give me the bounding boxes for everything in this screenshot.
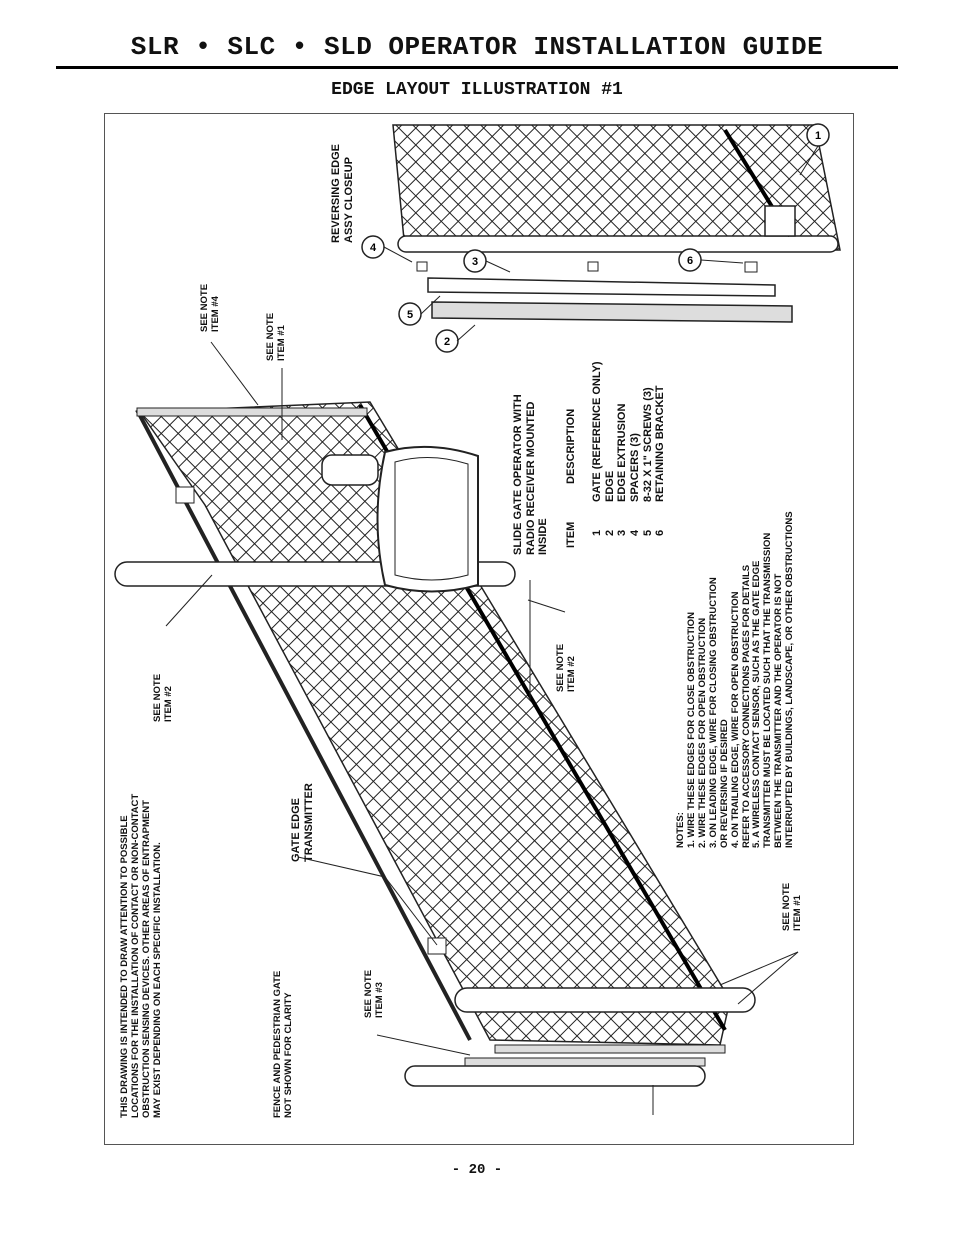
- svg-text:1: 1: [815, 130, 821, 142]
- see-note-1-top-label: SEE NOTE ITEM #1: [265, 312, 287, 361]
- page-title: SLR • SLC • SLD OPERATOR INSTALLATION GU…: [130, 32, 824, 62]
- see-note-2-center-label: SEE NOTE ITEM #2: [555, 643, 577, 692]
- page-subtitle: EDGE LAYOUT ILLUSTRATION #1: [331, 80, 623, 100]
- top-edge: [136, 407, 368, 417]
- closeup-bracket: [764, 205, 796, 237]
- post-bottom: [404, 1065, 706, 1087]
- callout-2: 2: [435, 329, 459, 353]
- edge-profile: [431, 301, 793, 323]
- callout-5: 5: [398, 302, 422, 326]
- operator-label: SLIDE GATE OPERATOR WITH RADIO RECEIVER …: [512, 394, 550, 555]
- gate-top-rail: [135, 409, 472, 1041]
- post-top-right: [321, 454, 379, 486]
- parts-table-description-header: DESCRIPTION: [565, 408, 577, 484]
- bottom-edge-right: [494, 1044, 726, 1054]
- page-number: - 20 -: [451, 1162, 503, 1178]
- callout-4: 4: [361, 235, 385, 259]
- see-note-3-label: SEE NOTE ITEM #3: [363, 969, 385, 1018]
- svg-text:4: 4: [370, 242, 377, 254]
- callout-3: 3: [463, 249, 487, 273]
- see-note-4-label: SEE NOTE ITEM #4: [199, 283, 221, 332]
- notes-block: NOTES: 1. WIRE THESE EDGES FOR CLOSE OBS…: [675, 511, 796, 848]
- disclaimer-text: THIS DRAWING IS INTENDED TO DRAW ATTENTI…: [119, 793, 163, 1118]
- fence-note: FENCE AND PEDESTRIAN GATE NOT SHOWN FOR …: [272, 970, 294, 1118]
- svg-text:3: 3: [472, 256, 478, 268]
- transmitter-box-bottom: [427, 937, 447, 955]
- see-note-1-bottom-label: SEE NOTE ITEM #1: [781, 882, 803, 931]
- edge-extrusion: [427, 277, 776, 297]
- svg-text:6: 6: [687, 255, 693, 267]
- closeup-mesh: [392, 124, 841, 251]
- callout-6: 6: [678, 248, 702, 272]
- svg-text:5: 5: [407, 309, 413, 321]
- gate-edge-transmitter-label: GATE EDGE TRANSMITTER: [290, 783, 315, 862]
- transmitter-box-top: [175, 486, 195, 504]
- bottom-edge-left: [464, 1057, 706, 1067]
- title-rule: [56, 66, 898, 69]
- leader-lines: [165, 145, 819, 1115]
- parts-table-item-header: ITEM: [565, 521, 577, 548]
- svg-text:2: 2: [444, 336, 450, 348]
- see-note-2-left-label: SEE NOTE ITEM #2: [152, 673, 174, 722]
- post-left-bottom: [454, 987, 756, 1013]
- operator-housing: [376, 445, 479, 593]
- reversing-edge-closeup-label: REVERSING EDGE ASSY CLOSEUP: [330, 143, 355, 243]
- closeup-bottom-rail: [397, 235, 839, 253]
- callout-1: 1: [806, 123, 830, 147]
